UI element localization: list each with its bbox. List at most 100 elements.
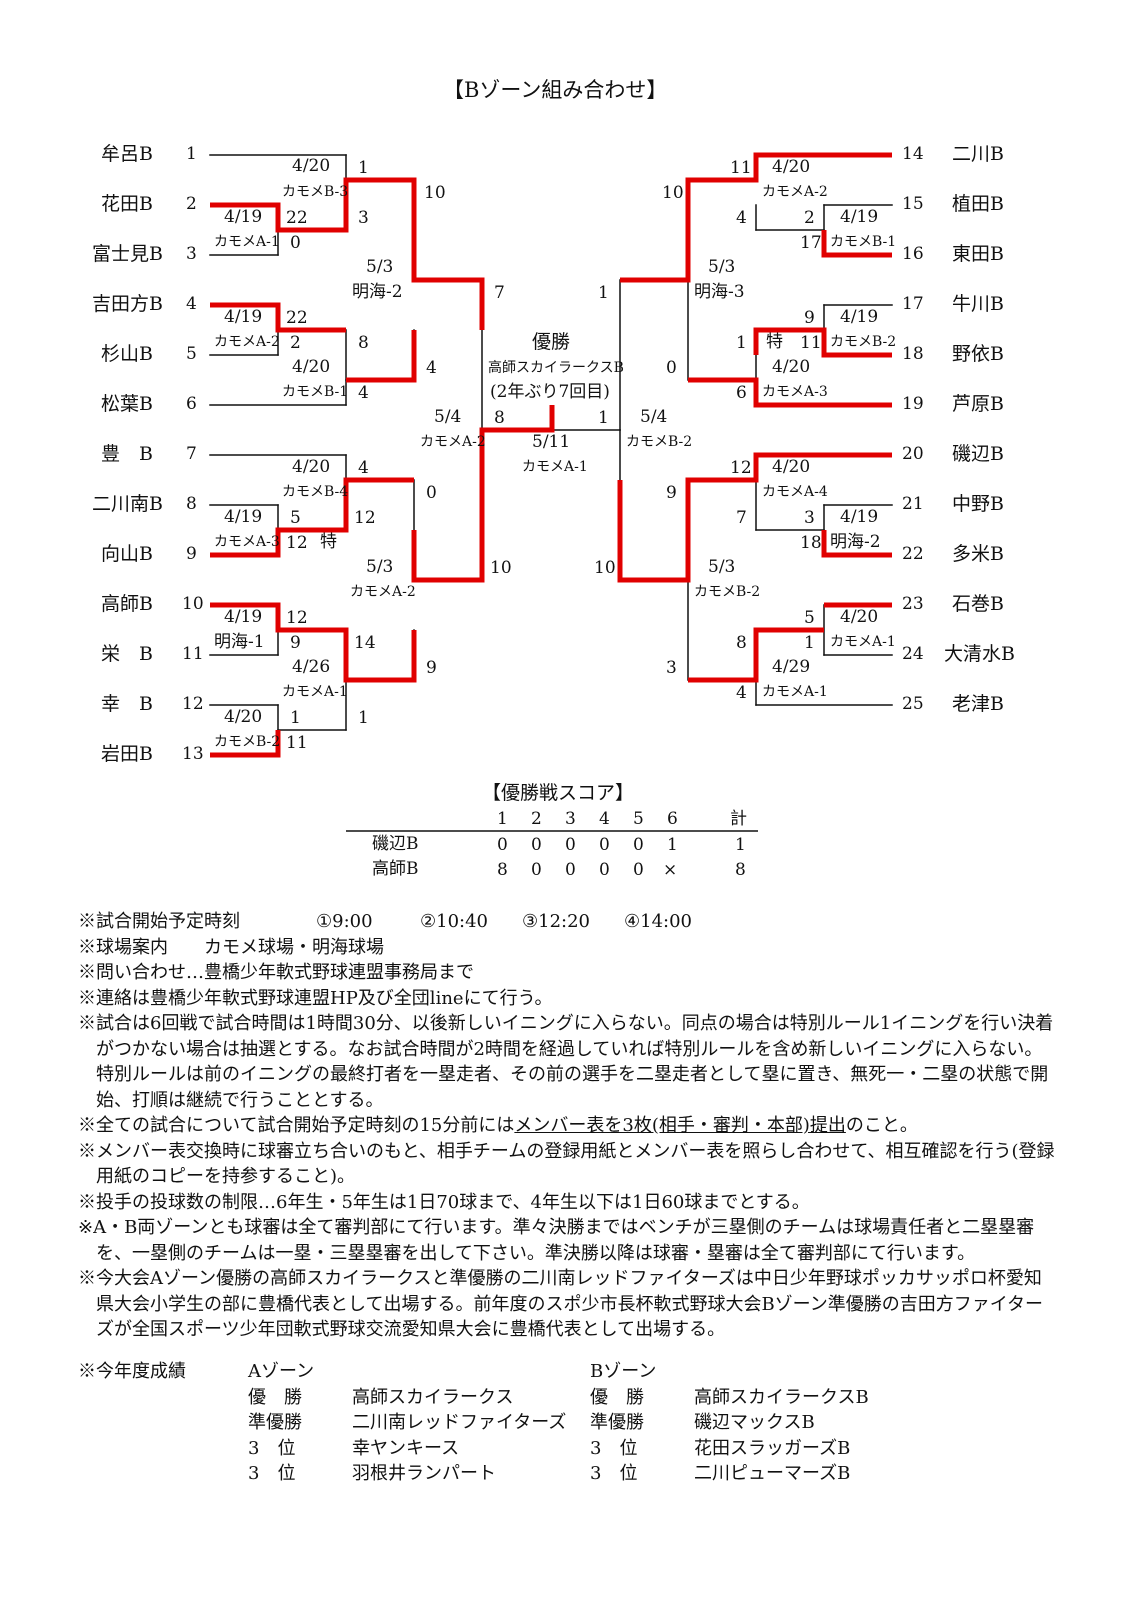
inning-score: 0	[565, 860, 576, 880]
final-date: 5/11	[532, 432, 571, 452]
note-emphasis: メンバー表を3枚(相手・審判・本部)提出	[514, 1115, 846, 1136]
score-team: 磯辺B	[372, 834, 419, 854]
game-venue: 明海-2	[352, 282, 403, 302]
inning-header: 2	[531, 809, 542, 829]
note-text: のこと。	[845, 1115, 918, 1136]
game-venue: 明海-3	[694, 282, 745, 302]
team-number: 15	[902, 194, 924, 214]
note-label: ※試合開始予定時刻	[78, 911, 240, 932]
team-number: 13	[182, 744, 204, 764]
game-venue: カモメA-1	[214, 234, 280, 250]
rank: 3 位	[248, 1463, 296, 1484]
game-score: 10	[662, 183, 684, 203]
champion-team: 高師スカイラークスB	[488, 360, 624, 376]
game-score: 1	[358, 158, 369, 178]
start-time: ④14:00	[624, 911, 693, 932]
inning-score: 1	[667, 835, 678, 855]
game-score: 1	[598, 408, 609, 428]
game-score: 18	[800, 533, 822, 553]
note-start-times: ※試合開始予定時刻 ①9:00 ②10:40 ③12:20 ④14:00	[78, 909, 1058, 935]
game-date: 4/20	[772, 357, 811, 377]
team-name: 大清水B	[944, 643, 1015, 665]
game-date: 4/20	[224, 707, 263, 727]
game-venue: カモメB-2	[694, 584, 761, 600]
game-venue: 明海-1	[214, 632, 265, 652]
game-venue: カモメA-3	[762, 384, 828, 400]
zone-a-team: 高師スカイラークス	[352, 1386, 514, 1408]
game-score: 1	[736, 333, 747, 353]
note-umpires: ※A・B両ゾーンとも球審は全て審判部にて行います。準々決勝まではベンチが三塁側の…	[78, 1217, 1035, 1264]
game-venue: カモメA-2	[214, 334, 280, 350]
game-venue: カモメB-3	[282, 184, 349, 200]
note-contact: ※問い合わせ…豊橋少年軟式野球連盟事務局まで	[78, 962, 474, 983]
inning-score: ×	[663, 860, 678, 880]
game-venue: カモメB-1	[830, 234, 897, 250]
inning-header: 6	[667, 809, 678, 829]
game-score: 5	[804, 608, 815, 628]
game-score: 11	[286, 733, 308, 753]
game-score: 0	[666, 358, 677, 378]
game-date: 5/3	[708, 557, 736, 577]
tournament-bracket	[209, 152, 893, 758]
team-name: 杉山B	[101, 343, 153, 365]
game-date: 4/20	[292, 457, 331, 477]
team-name: 岩田B	[101, 743, 153, 765]
note-representatives: ※今大会Aゾーン優勝の高師スカイラークスと準優勝の二川南レッドファイターズは中日…	[78, 1268, 1044, 1340]
game-date: 5/4	[434, 407, 462, 427]
game-score: 3	[358, 208, 369, 228]
rank: 準優勝	[248, 1412, 302, 1433]
rank: 優 勝	[590, 1386, 644, 1408]
team-number: 24	[902, 644, 924, 664]
inning-score: 0	[599, 835, 610, 855]
game-score: 10	[594, 558, 616, 578]
note-member-list: ※全ての試合について試合開始予定時刻の15分前にはメンバー表を3枚(相手・審判・…	[78, 1113, 1058, 1139]
game-date: 4/20	[292, 357, 331, 377]
inning-header: 4	[599, 809, 610, 829]
records-label: ※今年度成績	[78, 1361, 186, 1382]
game-venue: 明海-2	[830, 532, 881, 552]
rank: 優 勝	[248, 1386, 302, 1408]
game-venue: カモメB-2	[214, 734, 281, 750]
game-score: 4	[358, 383, 369, 403]
team-name: 石巻B	[952, 593, 1004, 615]
team-name: 二川B	[952, 143, 1004, 165]
inning-header: 1	[497, 809, 508, 829]
start-time: ③12:20	[522, 911, 591, 932]
final-venue: カモメA-1	[522, 459, 588, 475]
team-number: 23	[902, 594, 924, 614]
game-score: 1	[598, 283, 609, 303]
team-number: 22	[902, 544, 924, 564]
zone-a-team: 二川南レッドファイターズ	[352, 1412, 567, 1433]
total-score: 1	[735, 835, 746, 855]
game-date: 5/4	[640, 407, 668, 427]
game-score: 9	[426, 658, 437, 678]
team-name: 富士見B	[92, 243, 163, 265]
rank: 3 位	[590, 1463, 638, 1484]
game-date: 4/20	[292, 156, 331, 176]
team-number: 20	[902, 444, 924, 464]
inning-header: 5	[633, 809, 644, 829]
rank: 3 位	[248, 1437, 296, 1459]
game-date: 4/20	[772, 157, 811, 177]
game-score: 1	[804, 633, 815, 653]
special-rule-mark: 特	[766, 332, 783, 352]
game-venue: カモメA-1	[830, 634, 896, 650]
game-score: 22	[286, 208, 308, 228]
note-text: ※全ての試合について試合開始予定時刻の15分前には	[78, 1115, 515, 1136]
game-score: 4	[426, 358, 437, 378]
game-venue: カモメB-2	[626, 434, 693, 450]
game-date: 4/19	[840, 507, 879, 527]
game-score: 4	[358, 458, 369, 478]
game-venue: カモメA-3	[214, 534, 280, 550]
inning-header: 3	[565, 809, 576, 829]
total-header: 計	[730, 809, 747, 829]
game-date: 5/3	[708, 257, 736, 277]
game-date: 4/19	[224, 207, 263, 227]
team-name: 高師B	[101, 593, 153, 615]
team-name: 幸 B	[101, 693, 153, 715]
team-name: 花田B	[101, 193, 153, 215]
game-venue: カモメB-1	[282, 384, 349, 400]
game-score: 12	[354, 508, 376, 528]
team-name: 栄 B	[101, 643, 153, 665]
game-venue: カモメB-2	[830, 334, 897, 350]
